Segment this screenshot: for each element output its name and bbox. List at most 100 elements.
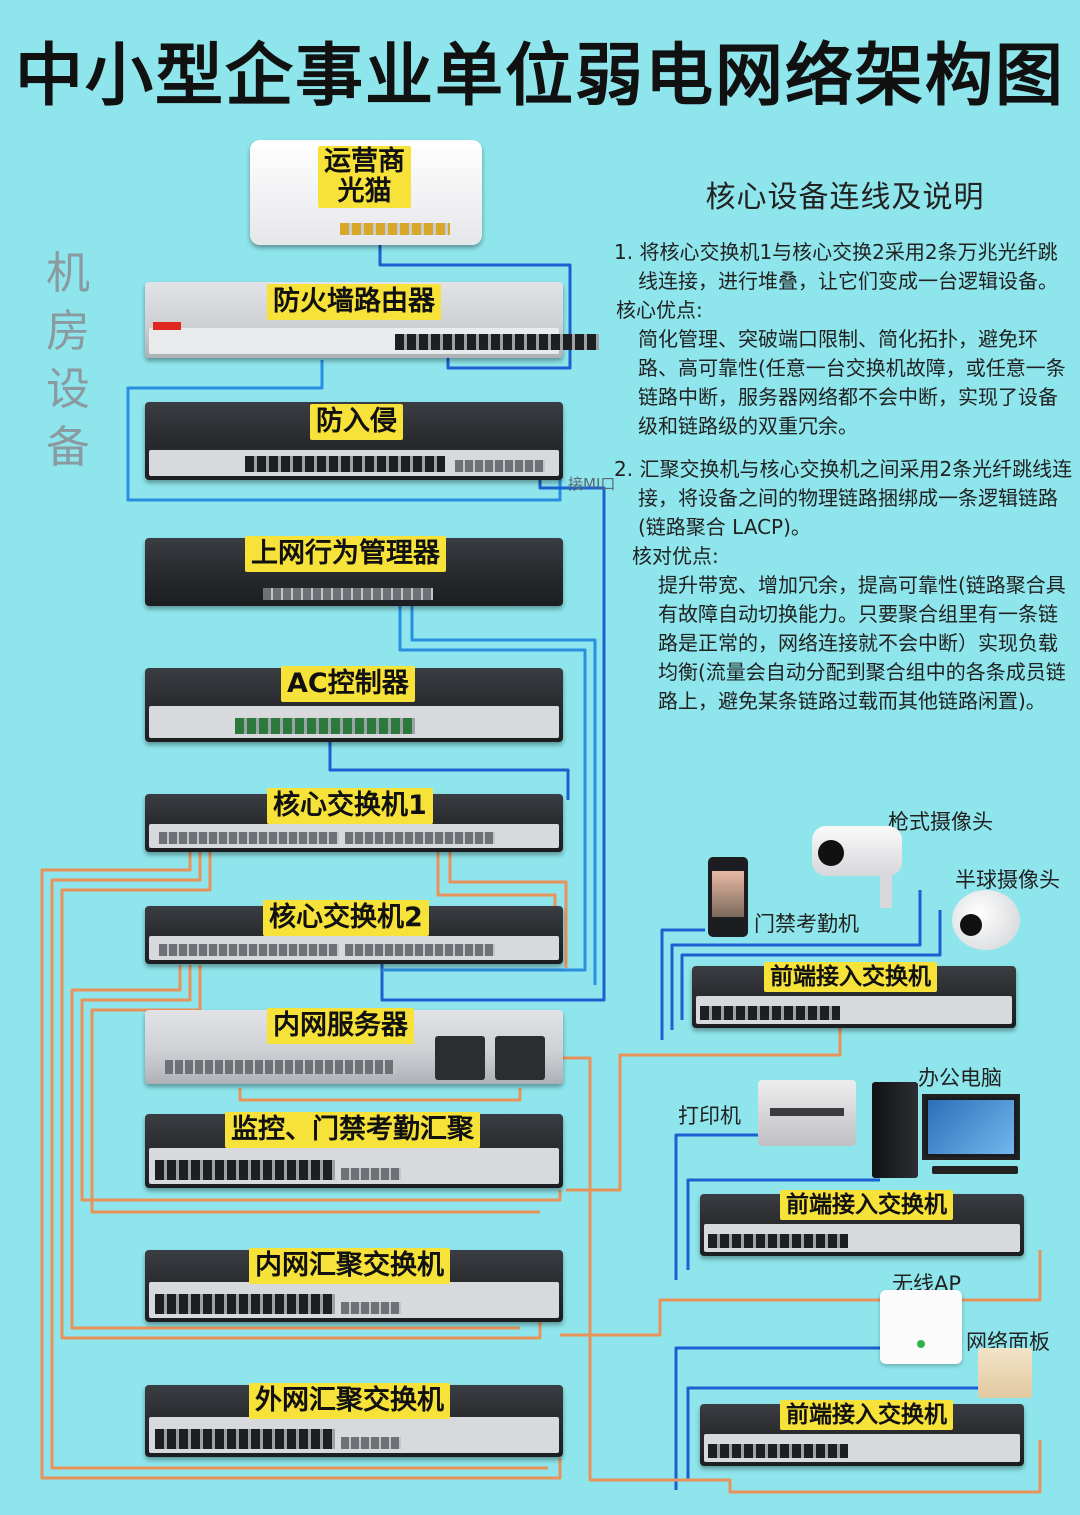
side-char: 备 xyxy=(46,422,90,473)
psu-1 xyxy=(435,1036,485,1080)
lan-aggregation-switch: 内网汇聚交换机 xyxy=(145,1248,563,1322)
behavior-ports xyxy=(263,588,433,600)
wire-core1-lan xyxy=(50,852,548,1470)
pc-tower xyxy=(872,1082,918,1178)
cctv-aggregation-switch: 监控、门禁考勤汇聚 xyxy=(145,1112,563,1188)
explanation-panel: 核心设备连线及说明 1. 将核心交换机1与核心交换2采用2条万兆光纤跳线连接，进… xyxy=(614,172,1076,716)
door-terminal-label: 门禁考勤机 xyxy=(754,912,859,936)
optical-modem: 运营商 光猫 xyxy=(250,140,482,245)
lan-agg-label: 内网汇聚交换机 xyxy=(249,1248,450,1284)
wire-lan-access2 xyxy=(560,1250,1042,1337)
core1-label: 核心交换机1 xyxy=(267,788,433,824)
server-label: 内网服务器 xyxy=(267,1008,414,1044)
wire-firewall-ips xyxy=(126,360,562,502)
access-switch-1: 前端接入交换机 xyxy=(692,962,1016,1028)
ac-label: AC控制器 xyxy=(281,666,415,702)
panel-item-2: 2. 汇聚交换机与核心交换机之间采用2条光纤跳线连接，将设备之间的物理链路捆绑成… xyxy=(614,457,1073,539)
panel-item-2-heading: 核对优点: xyxy=(632,544,719,568)
access-switch-2: 前端接入交换机 xyxy=(700,1190,1024,1256)
panel-item-2-body: 提升带宽、增加冗余，提高可靠性(链路聚合具有故障自动切换能力。只要聚合组里有一条… xyxy=(658,573,1066,713)
side-char: 房 xyxy=(46,306,90,357)
behavior-label: 上网行为管理器 xyxy=(245,536,446,572)
bullet-camera xyxy=(812,826,902,876)
printer xyxy=(758,1080,856,1146)
core2-label: 核心交换机2 xyxy=(263,900,429,936)
wire-server-access xyxy=(560,1056,1042,1494)
ap-status-icon xyxy=(917,1340,925,1348)
wire-access1-dome xyxy=(680,910,942,1020)
wire-core2-cctv xyxy=(70,965,520,1330)
cctv-label: 监控、门禁考勤汇聚 xyxy=(225,1112,480,1148)
core-switch-2: 核心交换机2 xyxy=(145,900,563,964)
wireless-ap xyxy=(880,1290,962,1364)
ips-ports xyxy=(245,456,445,472)
ips-sfp xyxy=(455,460,545,472)
ac-controller: AC控制器 xyxy=(145,666,563,742)
printer-label: 打印机 xyxy=(678,1104,741,1128)
access2-ports xyxy=(708,1234,848,1248)
mgmt-port-note: 接MI口 xyxy=(568,475,616,493)
panel-item-1: 1. 将核心交换机1与核心交换2采用2条万兆光纤跳线连接，进行堆叠，让它们变成一… xyxy=(614,240,1058,293)
wire-access3-ap xyxy=(674,1346,880,1490)
wan-aggregation-switch: 外网汇聚交换机 xyxy=(145,1383,563,1457)
core2-sfp-b xyxy=(345,944,495,956)
wire-modem-firewall xyxy=(378,240,572,370)
side-char: 设 xyxy=(46,364,90,415)
wire-core1-cctv xyxy=(60,852,542,1340)
wire-behavior-core-b xyxy=(410,605,597,985)
access1-ports xyxy=(700,1006,840,1020)
firewall-router: 防火墙路由器 xyxy=(145,282,599,358)
server-ports xyxy=(165,1060,395,1074)
wire-core2-lan xyxy=(90,965,540,1214)
camera-lens-icon xyxy=(818,840,844,866)
wire-core-stack-b xyxy=(448,852,568,968)
ac-ports xyxy=(235,718,415,734)
network-panel xyxy=(978,1348,1032,1398)
modem-label: 运营商 光猫 xyxy=(318,146,411,208)
firewall-ports xyxy=(395,334,599,350)
pc-label: 办公电脑 xyxy=(918,1066,1002,1090)
intranet-server: 内网服务器 xyxy=(145,1008,563,1084)
monitor-screen xyxy=(928,1100,1014,1154)
core-switch-1: 核心交换机1 xyxy=(145,788,563,852)
camera-mount xyxy=(880,872,892,908)
bullet-cam-label: 枪式摄像头 xyxy=(888,810,993,834)
pc-monitor xyxy=(922,1094,1020,1160)
wire-core2-server xyxy=(80,965,562,1202)
panel-item-1-body: 简化管理、突破端口限制、简化拓扑，避免环路、高可靠性(任意一台交换机故障，或任意… xyxy=(638,327,1066,438)
access3-label: 前端接入交换机 xyxy=(780,1400,953,1430)
ips-device: 防入侵 xyxy=(145,402,563,480)
door-terminal xyxy=(708,857,748,937)
lan-sfp xyxy=(341,1302,401,1314)
lan-ports xyxy=(155,1294,335,1314)
wire-ac-core xyxy=(328,740,570,800)
wan-ports xyxy=(155,1429,335,1449)
wan-agg-label: 外网汇聚交换机 xyxy=(249,1383,450,1419)
side-char: 机 xyxy=(46,248,90,299)
dome-camera xyxy=(952,890,1020,950)
panel-item-1-heading: 核心优点: xyxy=(616,298,703,322)
wire-core-stack xyxy=(436,852,557,910)
server-room-label: 机 房 设 备 xyxy=(38,245,98,477)
wire-core1-wan xyxy=(40,852,562,1480)
wire-ips-core xyxy=(380,478,606,1002)
firewall-label: 防火墙路由器 xyxy=(267,284,441,320)
cctv-sfp xyxy=(341,1168,401,1180)
wire-cctv-access1 xyxy=(566,1028,842,1192)
cctv-ports xyxy=(155,1160,335,1180)
brand-stripe xyxy=(153,322,181,330)
wire-access2-pc xyxy=(686,1178,880,1270)
wire-server-inner xyxy=(238,1088,522,1102)
keyboard xyxy=(932,1166,1018,1174)
access1-label: 前端接入交换机 xyxy=(764,962,937,992)
wire-behavior-core-a xyxy=(382,605,587,972)
core2-sfp xyxy=(159,944,339,956)
wire-access3-panel xyxy=(686,1386,978,1480)
dome-lens-icon xyxy=(960,914,982,936)
ips-label: 防入侵 xyxy=(310,404,403,440)
core1-sfp xyxy=(159,832,339,844)
paper-slot xyxy=(770,1108,844,1116)
panel-title: 核心设备连线及说明 xyxy=(705,180,985,215)
wire-access1-cam xyxy=(670,890,922,1030)
